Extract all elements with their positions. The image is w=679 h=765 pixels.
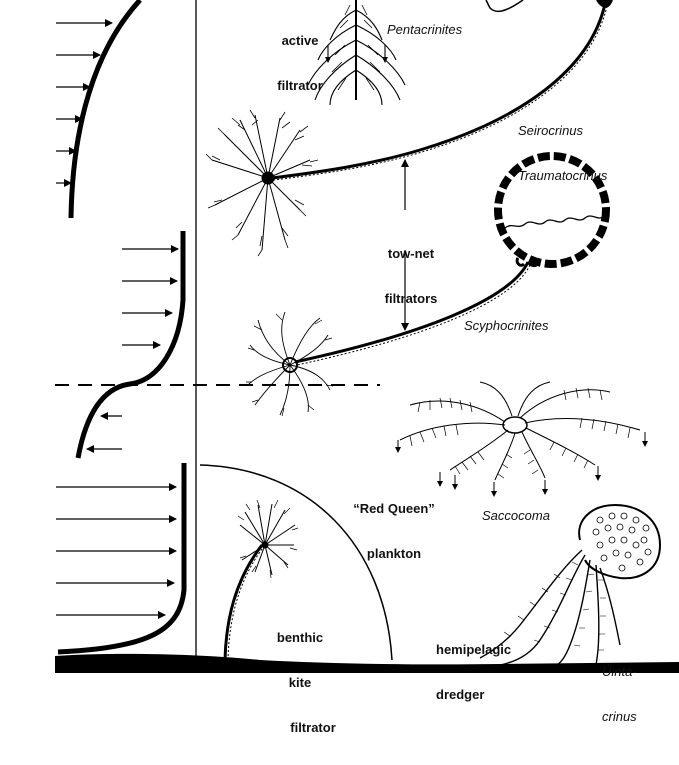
label-tow-net-line2: filtrators	[384, 291, 438, 306]
crinoid-lifestyle-diagram: active filtrator Pentacrinites Seirocrin…	[55, 0, 679, 735]
scyphocrinites-illustration	[246, 261, 531, 417]
benthic-dome-outline	[199, 464, 393, 661]
label-hemipelagic-line1: hemipelagic	[436, 642, 512, 657]
sea-floor	[55, 653, 679, 673]
label-benthic-line1: benthic	[276, 630, 324, 645]
label-red-queen-line1: “Red Queen”	[353, 501, 435, 516]
label-uintacrinus-line1: Uinta-	[602, 664, 637, 679]
label-uintacrinus: Uinta- crinus	[602, 634, 637, 754]
label-tow-net-line1: tow-net	[387, 246, 435, 261]
current-arrows-middle	[86, 245, 179, 453]
benthic-kite-illustration	[223, 499, 299, 661]
current-arrows-bottom	[56, 483, 177, 619]
label-hemipelagic-dredger: hemipelagic dredger	[436, 612, 511, 732]
label-red-queen-line2: plankton	[366, 546, 422, 561]
saccocoma-illustration	[395, 381, 648, 497]
label-pentacrinites: Pentacrinites	[387, 22, 463, 37]
pentacrinites-illustration	[307, 0, 406, 106]
scyphocrinites-float	[494, 152, 610, 268]
seirocrinus-illustration	[205, 0, 613, 257]
diagram-artwork	[55, 0, 679, 673]
label-seirocrinus-line1: Seirocrinus	[518, 123, 584, 138]
current-profile-bottom	[57, 463, 187, 655]
label-tow-net-filtrators: tow-net filtrators	[374, 216, 448, 336]
current-profile-top	[68, 0, 142, 219]
label-uintacrinus-line2: crinus	[602, 709, 637, 724]
label-hemipelagic-line2: dredger	[436, 687, 485, 702]
label-benthic-kite-filtrator: benthic kite filtrator	[262, 600, 338, 765]
label-benthic-line3: filtrator	[290, 720, 336, 735]
uintacrinus-illustration	[479, 503, 662, 667]
label-saccocoma: Saccocoma	[482, 508, 550, 523]
current-arrows-top	[56, 19, 113, 187]
label-active-filtrator-line2: filtrator	[277, 78, 323, 93]
label-benthic-line2: kite	[288, 675, 312, 690]
label-seirocrinus: Seirocrinus Traumatocrinus	[518, 93, 607, 213]
label-red-queen-plankton: “Red Queen” plankton	[344, 471, 444, 591]
label-active-filtrator-line1: active	[281, 33, 319, 48]
current-profile-middle	[75, 231, 186, 459]
label-seirocrinus-line2: Traumatocrinus	[518, 168, 608, 183]
label-scyphocrinites: Scyphocrinites	[464, 318, 549, 333]
label-active-filtrator: active filtrator	[268, 3, 332, 123]
